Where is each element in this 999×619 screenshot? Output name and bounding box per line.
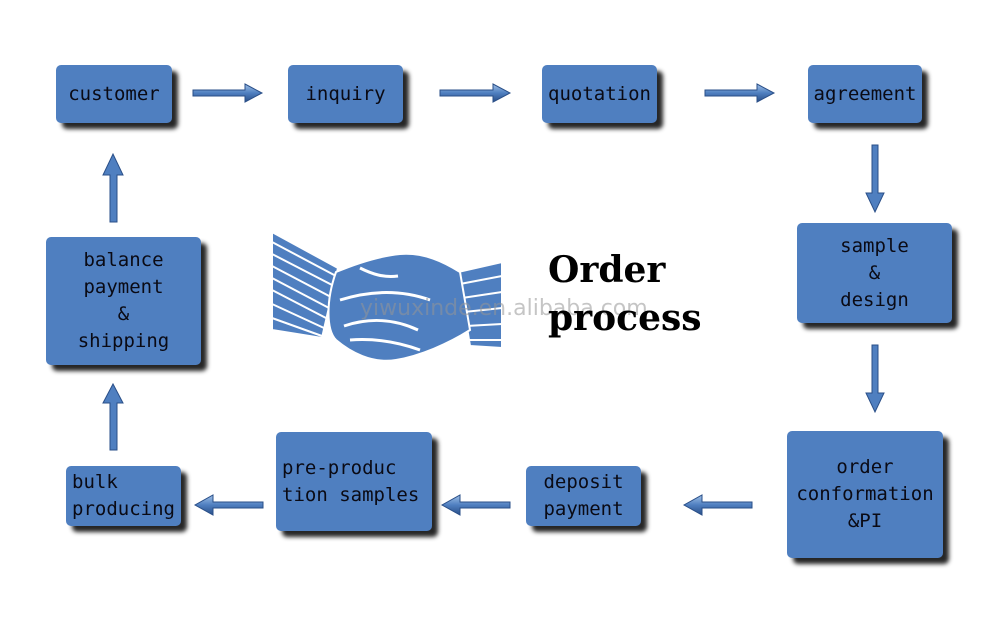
- step-line: design: [840, 288, 909, 311]
- step-pre-production-samples: pre-produc tion samples: [276, 432, 432, 531]
- step-sample-design: sample & design: [797, 223, 952, 323]
- step-inquiry: inquiry: [288, 65, 403, 123]
- step-line: deposit: [543, 471, 624, 493]
- step-line: sample: [840, 234, 909, 257]
- step-line: tion samples: [282, 483, 420, 506]
- step-line: &PI: [847, 510, 883, 532]
- step-quotation: quotation: [542, 65, 657, 123]
- arrow-quotation-to-agreement: [704, 83, 776, 103]
- step-deposit-payment: deposit payment: [526, 466, 641, 526]
- diagram-title-line1: Order: [548, 249, 666, 291]
- step-line: customer: [68, 82, 160, 105]
- diagram-title-line2: process: [548, 297, 702, 339]
- step-line: order: [836, 456, 894, 478]
- arrow-agreement-to-sample: [865, 144, 885, 214]
- step-line: bulk: [72, 471, 118, 493]
- step-line: pre-produc: [282, 456, 397, 479]
- step-order-conformation: order conformation &PI: [787, 431, 943, 558]
- arrow-preproduction-to-bulk: [193, 494, 264, 516]
- step-line: conformation: [796, 483, 934, 505]
- arrow-sample-to-order: [865, 344, 885, 414]
- step-line: &: [117, 303, 130, 325]
- arrow-bulk-to-balance: [102, 382, 124, 451]
- step-line: inquiry: [305, 82, 386, 105]
- step-line: payment: [83, 276, 164, 298]
- step-line: payment: [543, 498, 624, 520]
- step-bulk-producing: bulk producing: [66, 466, 181, 526]
- step-line: quotation: [548, 82, 651, 105]
- step-line: &: [868, 261, 881, 284]
- step-agreement: agreement: [808, 65, 922, 123]
- arrow-order-to-deposit: [682, 494, 753, 516]
- handshake-icon: [271, 230, 503, 362]
- step-line: balance: [83, 249, 164, 271]
- arrow-deposit-to-preproduction: [440, 494, 511, 516]
- watermark-text: yiwuxinde.en.alibaba.com: [360, 296, 648, 321]
- step-line: agreement: [813, 82, 917, 105]
- arrow-customer-to-inquiry: [192, 83, 264, 103]
- step-line: shipping: [77, 330, 170, 352]
- step-customer: customer: [56, 65, 172, 123]
- step-line: producing: [72, 498, 175, 520]
- step-balance-payment-shipping: balance payment & shipping: [46, 237, 201, 365]
- arrow-balance-to-customer: [102, 152, 124, 223]
- arrow-inquiry-to-quotation: [439, 83, 512, 103]
